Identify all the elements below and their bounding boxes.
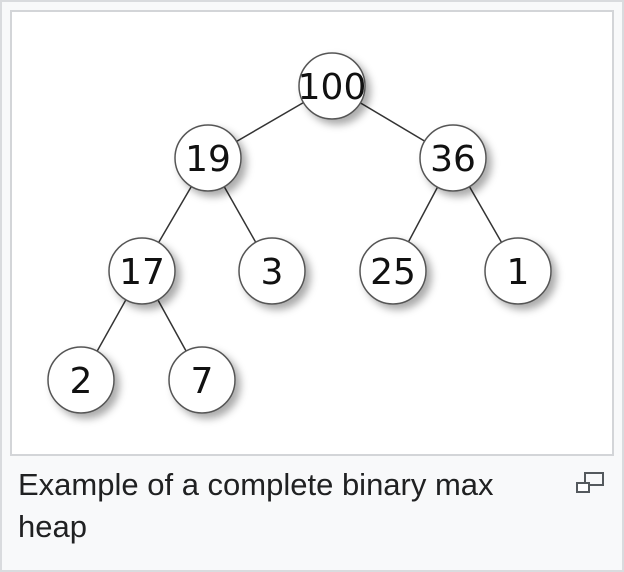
- heap-node-value: 2: [70, 361, 93, 402]
- heap-node-value: 36: [430, 139, 476, 180]
- heap-node-value: 17: [119, 252, 165, 293]
- binary-heap-diagram: 100 19 36 17 3 25: [47, 52, 552, 414]
- image-frame[interactable]: 100 19 36 17 3 25: [10, 10, 614, 456]
- heap-node-2: 2: [47, 346, 115, 414]
- heap-node-value: 100: [298, 67, 367, 108]
- heap-node-value: 19: [185, 139, 231, 180]
- heap-node-17: 17: [108, 237, 176, 305]
- heap-node-7: 7: [168, 346, 236, 414]
- heap-node-value: 3: [261, 252, 284, 293]
- heap-node-value: 7: [191, 361, 214, 402]
- heap-node-25: 25: [359, 237, 427, 305]
- heap-node-3: 3: [238, 237, 306, 305]
- heap-node-100: 100: [298, 52, 367, 120]
- heap-node-1: 1: [484, 237, 552, 305]
- heap-node-value: 25: [370, 252, 416, 293]
- heap-node-36: 36: [419, 124, 487, 192]
- figure-caption: Example of a complete binary max heap: [18, 467, 494, 544]
- heap-node-19: 19: [174, 124, 242, 192]
- heap-node-value: 1: [507, 252, 530, 293]
- enlarge-icon[interactable]: [574, 471, 606, 495]
